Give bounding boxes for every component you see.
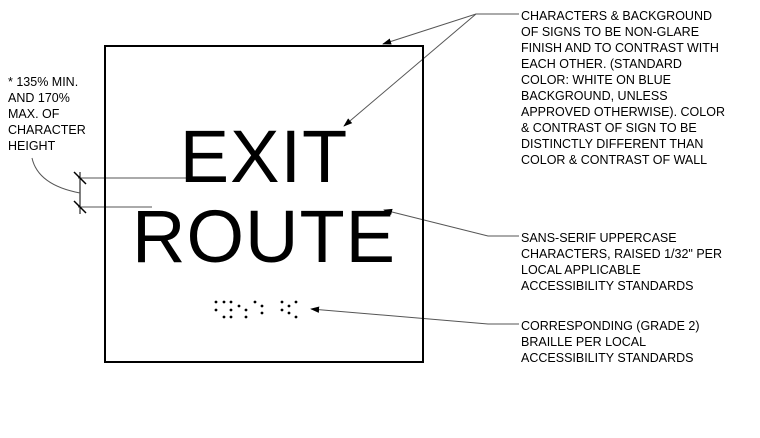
braille-dot [260,304,264,308]
note-line: LOCAL APPLICABLE [521,263,641,277]
dimension-tick-upper [73,171,87,185]
note-line: BACKGROUND, UNLESS [521,89,668,103]
braille-dot [260,311,264,315]
note-line: CHARACTER [8,123,86,137]
note-line: & CONTRAST OF SIGN TO BE [521,121,697,135]
note-line: COLOR: WHITE ON BLUE [521,73,672,87]
leader-border [382,13,519,45]
leader-character-height [31,157,81,194]
note-line: SANS-SERIF UPPERCASE [521,231,677,245]
sign-text-exit: EXIT [179,115,349,198]
note-line: AND 170% [8,91,70,105]
braille-dot [237,304,241,308]
braille-dot [287,304,291,308]
note-line: APPROVED OTHERWISE). COLOR [521,105,725,119]
braille-dot [214,308,218,312]
leader-raised-characters [383,208,519,237]
note-line: OF SIGNS TO BE NON-GLARE [521,25,700,39]
braille-dot [253,300,257,304]
note-character-height: * 135% MIN. AND 170% MAX. OF CHARACTER H… [8,74,86,154]
braille-dot [287,311,291,315]
braille-dot [229,308,233,312]
note-line: HEIGHT [8,139,56,153]
braille-dot [229,315,233,319]
note-raised-characters: SANS-SERIF UPPERCASE CHARACTERS, RAISED … [521,230,722,294]
note-line: * 135% MIN. [8,75,79,89]
note-line: ACCESSIBILITY STANDARDS [521,279,694,293]
braille-dot [244,315,248,319]
note-line: FINISH AND TO CONTRAST WITH [521,41,719,55]
note-finish-and-contrast: CHARACTERS & BACKGROUND OF SIGNS TO BE N… [521,8,725,168]
braille-dot [229,300,233,304]
note-line: CHARACTERS & BACKGROUND [521,9,712,23]
note-line: ACCESSIBILITY STANDARDS [521,351,694,365]
leader-braille [310,306,519,325]
braille-dot [244,308,248,312]
braille-dot [294,315,298,319]
note-line: BRAILLE PER LOCAL [521,335,647,349]
leader-characters [343,13,477,127]
note-braille: CORRESPONDING (GRADE 2) BRAILLE PER LOCA… [521,318,700,366]
sign-text-route: ROUTE [132,195,396,278]
note-line: CHARACTERS, RAISED 1/32" PER [521,247,723,261]
note-line: CORRESPONDING (GRADE 2) [521,319,700,333]
braille-dots [214,300,298,319]
braille-dot [222,300,226,304]
note-line: DISTINCTLY DIFFERENT THAN [521,137,704,151]
note-line: COLOR & CONTRAST OF WALL [521,153,708,167]
sign-panel [104,45,424,363]
note-line: MAX. OF [8,107,60,121]
braille-dot [222,315,226,319]
note-line: EACH OTHER. (STANDARD [521,57,682,71]
braille-dot [280,300,284,304]
braille-dot [280,308,284,312]
braille-dot [294,300,298,304]
dimension-tick-lower [73,200,87,214]
braille-dot [214,300,218,304]
